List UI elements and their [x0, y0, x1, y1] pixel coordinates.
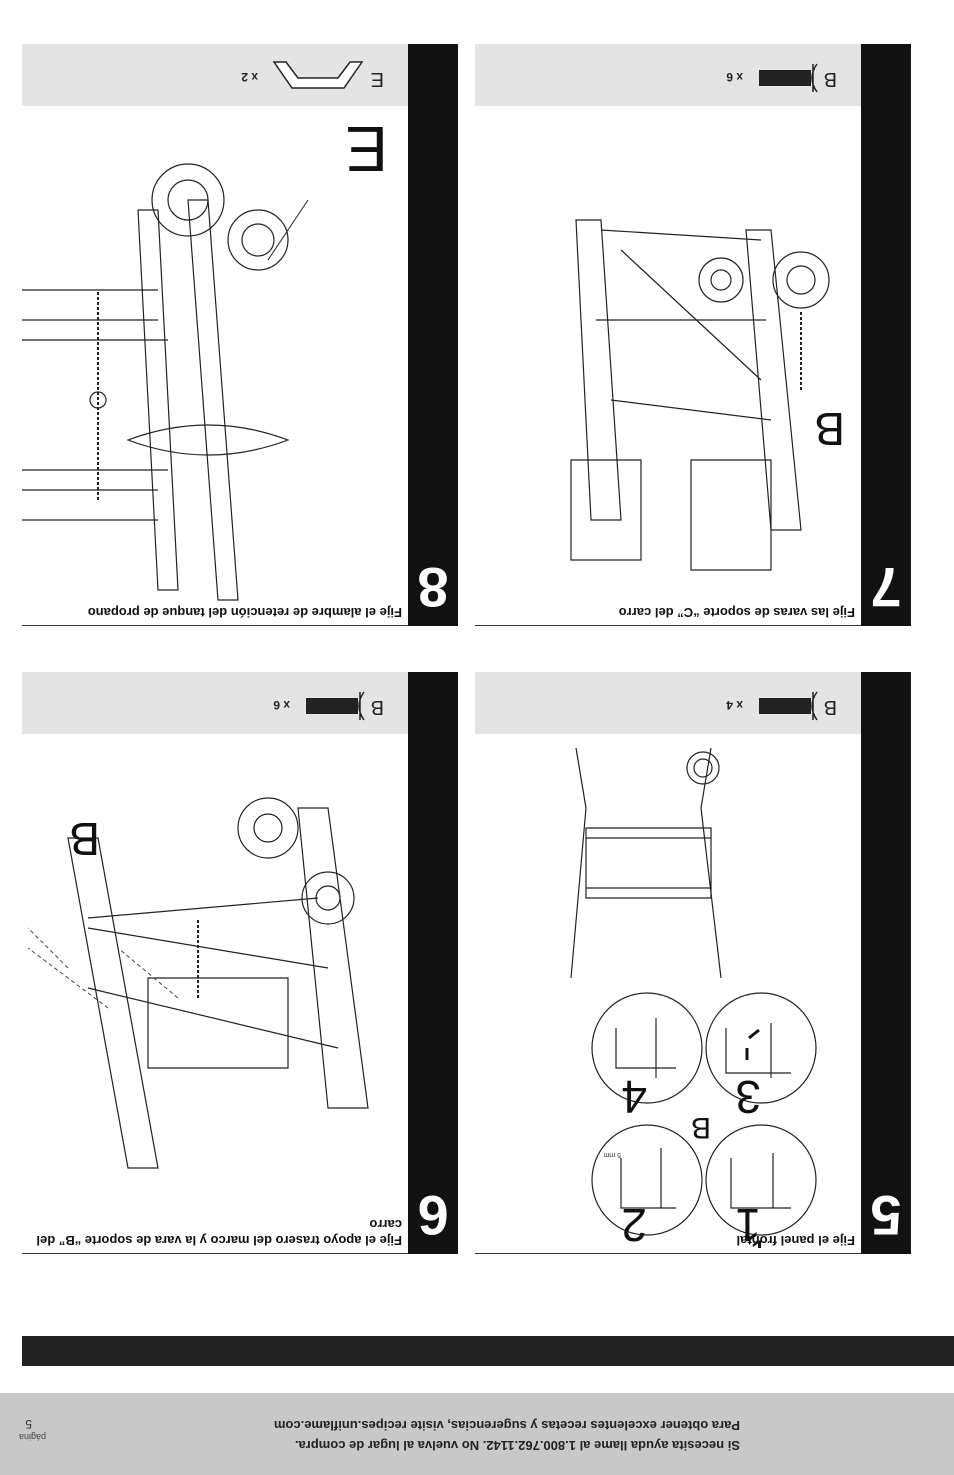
parts-panel: B x 4 [475, 672, 861, 734]
step-7: 7 Fije las varas de soporte “C” del carr… [475, 44, 911, 626]
part-quantity: x 2 [241, 70, 258, 84]
part-quantity: x 4 [726, 698, 743, 712]
step-6: 6 Fije el apoyo trasero del marco y la v… [22, 672, 458, 1254]
part-letter: B [370, 696, 384, 718]
parts-panel: E x 2 [22, 44, 408, 106]
propane-wire-diagram [22, 163, 309, 601]
detail-label: 5 mm [603, 1151, 622, 1158]
step-number-bar: 8 [408, 44, 458, 626]
callout-b: B [814, 403, 845, 455]
bolt-icon [306, 691, 365, 721]
recipes-line: Para obtener excelentes recetas y sugere… [273, 1418, 740, 1433]
part-letter: B [823, 68, 837, 90]
divider-bar [22, 1336, 954, 1366]
callout-1: 1 [735, 1199, 761, 1251]
parts-panel: B x 6 [475, 44, 861, 106]
part-quantity: x 6 [273, 698, 290, 712]
page-label: página [18, 1432, 46, 1442]
callout-2: 2 [621, 1199, 647, 1251]
part-letter: E [370, 68, 384, 90]
step-number: 7 [870, 556, 902, 619]
page-footer: página 5 Si necesita ayuda llame al 1.80… [0, 1393, 954, 1475]
step-number: 8 [417, 556, 449, 619]
step-8: 8 Fije el alambre de retención del tanqu… [22, 44, 458, 626]
step-5: 5 Fije el panel frontal 1 1 2 [475, 672, 911, 1254]
step-number-bar: 5 [861, 672, 911, 1254]
callout-1: 1 [750, 1234, 769, 1248]
callout-3: 3 [735, 1071, 761, 1123]
step-number-bar: 7 [861, 44, 911, 626]
callout-e: E [345, 113, 388, 185]
cart-support-rods-diagram [570, 219, 830, 571]
step-number: 5 [870, 1184, 902, 1247]
part-letter: B [823, 696, 837, 718]
front-panel-diagram: 1 [570, 747, 817, 1248]
parts-panel: B x 6 [22, 672, 408, 734]
step-number-bar: 6 [408, 672, 458, 1254]
bolt-icon [759, 63, 818, 93]
handle-bracket-icon [272, 61, 364, 89]
part-quantity: x 6 [726, 70, 743, 84]
step-number: 6 [417, 1184, 449, 1247]
callout-b: B [69, 813, 100, 865]
callout-4: 4 [621, 1071, 647, 1123]
help-line: Si necesita ayuda llame al 1.800.762.114… [294, 1438, 740, 1453]
callout-b: B [690, 1111, 711, 1144]
page-number: 5 [25, 1417, 32, 1431]
rear-frame-diagram [27, 797, 369, 1169]
bolt-icon [759, 691, 818, 721]
